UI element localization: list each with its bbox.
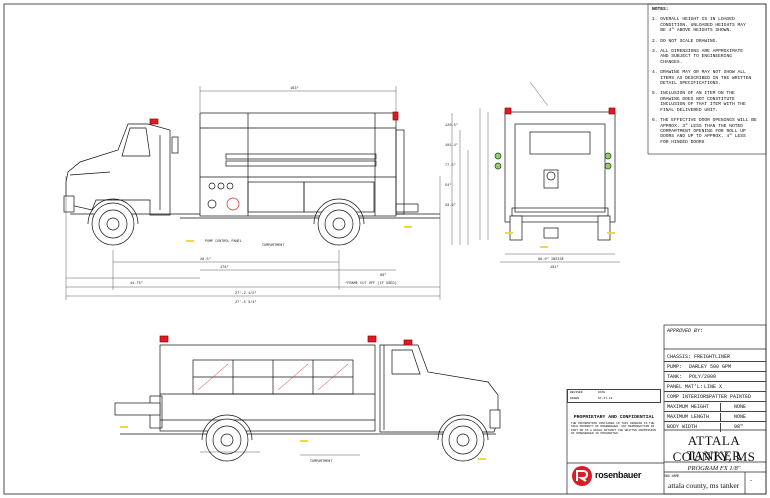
brand-logo: rosenbauer <box>567 463 661 491</box>
program-label: PROGRAM FX 1/8" <box>687 465 741 472</box>
drawn-date: 07-27-18 <box>598 397 613 400</box>
spec-row: PANEL MAT'L: LINE X <box>664 383 766 392</box>
approved-by-label: APPROVED BY: <box>667 328 704 334</box>
note-5: 5. INCLUSION OF AN ITEM ON THE DRAWING D… <box>652 91 746 113</box>
spec-key: PANEL MAT'L: <box>667 384 704 390</box>
drawn-label: DRAWN <box>570 397 580 400</box>
label-compartment: COMPARTMENT <box>262 244 284 248</box>
note-1: 1. OVERALL HEIGHT IS IN LOADED CONDITION… <box>652 17 746 34</box>
dimension-labels: 163" 27'-2 1/2" 27'-5 3/4" 44.75" 176" 2… <box>130 86 564 464</box>
spec-key: PUMP: <box>667 364 683 370</box>
note-4: 4. DRAWING MAY OR MAY NOT SHOW ALL ITEMS… <box>652 70 752 87</box>
spec-key: CHASSIS: <box>667 354 692 360</box>
dim-rear-overhang: 80" <box>380 273 386 278</box>
dim-frame-cutoff: *FRAME CUT OFF (IF USED) <box>345 281 397 286</box>
revision-value: - <box>750 478 752 484</box>
notes-border <box>647 3 767 155</box>
proprietary-body: THE INFORMATION CONTAINED IN THIS DRAWIN… <box>571 422 656 436</box>
dim-wheelbase: 28.5" <box>200 257 211 262</box>
side-view-dimensions <box>65 86 469 300</box>
dim-body-length: 163" <box>290 86 299 91</box>
dim-height-5: 33.9" <box>445 203 456 208</box>
dim-cab-to-axle: 176" <box>220 265 229 270</box>
spec-table: CHASSIS: FREIGHTLINER PUMP: DARLEY 500 G… <box>664 353 766 432</box>
note-3: 3. ALL DIMENSIONS ARE APPROXIMATE AND SU… <box>652 49 743 65</box>
rear-view-dimensions <box>479 81 620 263</box>
dim-table-row: BODY WIDTH 98" <box>664 423 766 432</box>
spec-key: COMP INTERIOR: <box>667 394 710 400</box>
dim-rear-width: 98.0" INSIDE <box>538 257 564 262</box>
dim-overall-length-2: 27'-5 3/4" <box>235 300 257 305</box>
dim-overall-width: 102" <box>550 265 559 270</box>
side-view-officer <box>114 335 501 462</box>
spec-value: FREIGHTLINER <box>694 354 731 360</box>
dim-table-row: MAXIMUM HEIGHT NONE <box>664 403 766 412</box>
project-title-line2: TANKER <box>686 448 742 463</box>
label-pump-panel: PUMP CONTROL PANEL <box>205 240 242 244</box>
project-title-line1: ATTALA COUNTY, MS <box>672 433 756 464</box>
dim-table-key: MAXIMUM HEIGHT <box>667 404 710 410</box>
dim-table-row: MAXIMUM LENGTH NONE <box>664 413 766 422</box>
spec-value: SPATTER PAINTED <box>706 394 752 400</box>
rear-view <box>494 107 616 248</box>
revision-block: REVISED DATE DRAWN 07-27-18 <box>567 389 661 403</box>
notes-block: NOTES: 1. OVERALL HEIGHT IS IN LOADED CO… <box>652 7 764 145</box>
sheet-border <box>3 3 767 495</box>
approval-box: APPROVED BY: <box>664 325 766 349</box>
spec-row: TANK: POLY/2000 <box>664 373 766 382</box>
spec-row: PUMP: DARLEY 500 GPM <box>664 363 766 372</box>
dim-table-key: BODY WIDTH <box>667 424 698 430</box>
bottom-dimensions <box>200 451 360 456</box>
dim-front-overhang: 44.75" <box>130 281 143 286</box>
dim-overall-length: 27'-2 1/2" <box>235 291 257 296</box>
spec-value: DARLEY 500 GPM <box>689 364 732 370</box>
date-label: DATE <box>598 391 606 394</box>
side-view-drivers <box>63 111 440 246</box>
note-2: 2. DO NOT SCALE DRAWING. <box>652 38 719 44</box>
dim-height-2: 101.4" <box>445 143 458 148</box>
dim-table-key: MAXIMUM LENGTH <box>667 414 710 420</box>
proprietary-title: PROPRIETARY AND CONFIDENTIAL <box>573 415 655 420</box>
dim-height-1: 120.5" <box>445 123 458 128</box>
dim-table-value: 98" <box>734 424 744 430</box>
spec-row: COMP INTERIOR: SPATTER PAINTED <box>664 393 766 402</box>
spec-value: POLY/2000 <box>689 374 717 380</box>
title-block-frame <box>566 324 767 495</box>
dim-table-value: NONE <box>734 414 747 420</box>
drawing-name: attala county, ms tanker <box>668 481 740 490</box>
rosenbauer-logo-icon <box>572 466 592 486</box>
label-compartment-bottom: COMPARTMENT <box>310 460 332 464</box>
dim-table-value: NONE <box>734 404 747 410</box>
drawing-name-label: DWG NAME <box>664 474 680 478</box>
spec-row: CHASSIS: FREIGHTLINER <box>664 353 766 362</box>
note-6: 6. THE EFFECTIVE DOOR OPENINGS WILL BE A… <box>652 118 757 145</box>
spec-key: TANK: <box>667 374 683 380</box>
notes-header: NOTES: <box>652 7 669 12</box>
brand-name: rosenbauer <box>595 470 642 480</box>
dim-height-4: 54" <box>445 183 451 188</box>
revised-label: REVISED <box>570 391 583 394</box>
dim-height-3: 77.5" <box>445 163 456 168</box>
spec-value: LINE X <box>704 384 723 390</box>
